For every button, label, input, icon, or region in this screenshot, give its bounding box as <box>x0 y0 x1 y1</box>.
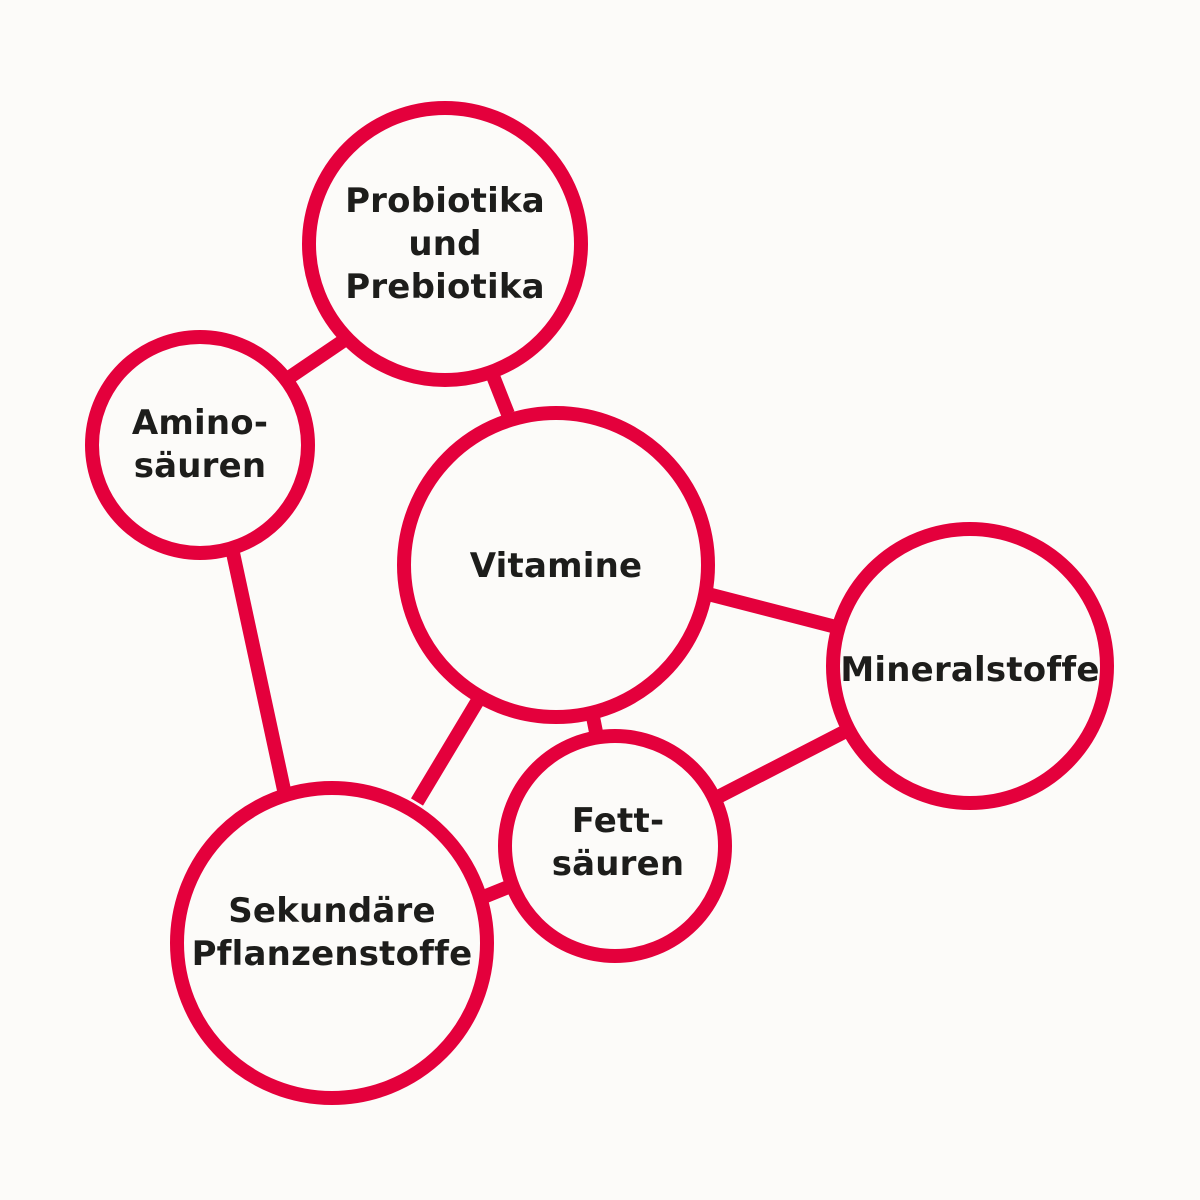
edge-vitamine-mineralstoffe <box>702 586 838 634</box>
node-mineralstoffe-label: Mineralstoffe <box>840 647 1100 693</box>
node-vitamine-circle <box>397 406 715 724</box>
node-aminosaeuren-circle <box>85 330 315 560</box>
node-probiotika-line-3: Prebiotika <box>345 266 545 307</box>
node-aminosaeuren-label: Amino- säuren <box>100 402 300 488</box>
node-sekundaere-label: Sekundäre Pflanzenstoffe <box>187 890 477 976</box>
nodes <box>85 101 1114 1105</box>
node-fettsaeuren-label: Fett- säuren <box>518 800 718 886</box>
node-vitamine-line-1: Vitamine <box>469 545 643 586</box>
node-probiotika-line-1: Probiotika <box>345 180 545 221</box>
edge-vitamine-sekundaere <box>410 698 484 806</box>
node-mineralstoffe-circle <box>826 522 1114 810</box>
node-fettsaeuren-circle <box>498 729 732 963</box>
edge-aminosaeuren-sekundaere <box>226 551 291 792</box>
node-fettsaeuren-line-2: säuren <box>551 844 685 884</box>
node-sekundaere-circle <box>170 781 494 1105</box>
node-aminosaeuren-line-2: säuren <box>133 446 267 486</box>
node-fettsaeuren-line-1: Fett- <box>571 801 665 841</box>
node-vitamine-label: Vitamine <box>416 543 696 589</box>
node-probiotika-label: Probiotika und Prebiotika <box>305 144 585 344</box>
node-probiotika-line-2: und <box>408 223 482 264</box>
node-aminosaeuren-line-1: Amino- <box>131 403 269 443</box>
node-sekundaere-line-2: Pflanzenstoffe <box>191 934 473 974</box>
node-mineralstoffe-line-1: Mineralstoffe <box>840 649 1100 690</box>
edge-probiotika-aminosaeuren <box>283 335 347 385</box>
edge-mineralstoffe-fettsaeuren <box>714 724 850 804</box>
node-sekundaere-line-1: Sekundäre <box>228 891 436 931</box>
node-probiotika-circle <box>302 101 588 387</box>
